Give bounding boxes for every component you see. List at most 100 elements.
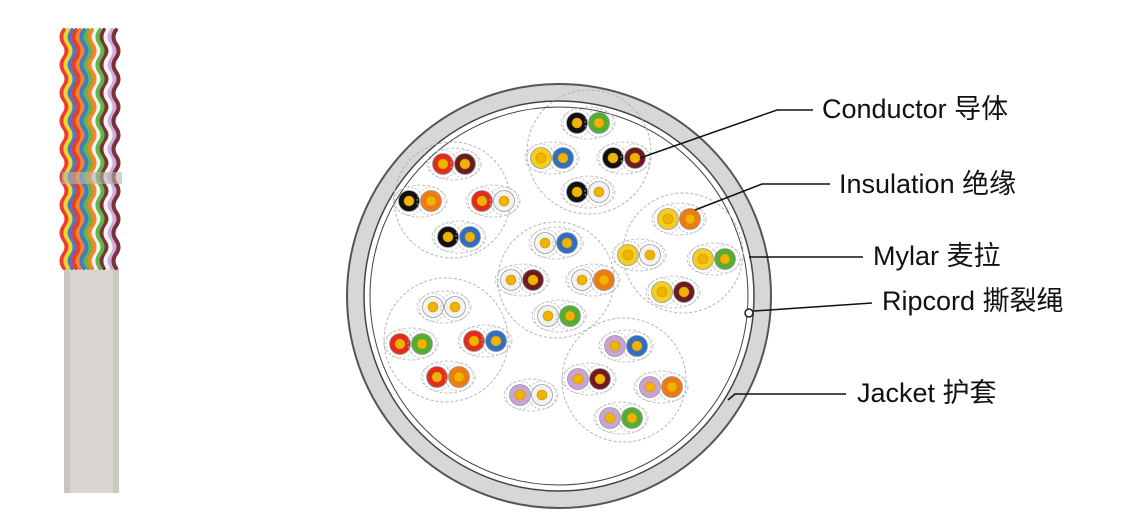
pair-dash bbox=[527, 380, 557, 410]
label-ripcord: Ripcord 撕裂绳 bbox=[882, 286, 1064, 316]
insulated-conductor bbox=[562, 108, 592, 138]
bundle-extra bbox=[503, 378, 559, 412]
insulated-conductor bbox=[530, 228, 560, 258]
insulated-conductor bbox=[620, 143, 650, 173]
pair-dash bbox=[450, 149, 480, 179]
pair-dash bbox=[675, 204, 705, 234]
insulated-conductor bbox=[657, 372, 687, 402]
conductor bbox=[490, 335, 502, 347]
conductor bbox=[431, 371, 443, 383]
label-mylar: Mylar 麦拉 bbox=[873, 241, 1001, 271]
insulated-conductor bbox=[598, 143, 628, 173]
pair-outline bbox=[633, 370, 689, 404]
pair-outline bbox=[611, 238, 667, 272]
label-conductor: Conductor 导体 bbox=[822, 94, 1008, 124]
sample-sheath bbox=[64, 268, 119, 493]
conductor bbox=[594, 373, 606, 385]
bundle-lower-left bbox=[383, 277, 513, 403]
conductor bbox=[442, 231, 454, 243]
pair-dash bbox=[416, 186, 446, 216]
sample-strand bbox=[91, 28, 101, 270]
pair-outline bbox=[651, 202, 707, 236]
insulated-conductor bbox=[518, 265, 548, 295]
leader-line bbox=[727, 393, 846, 401]
insulated-conductor bbox=[450, 149, 480, 179]
insulated-conductor bbox=[444, 362, 474, 392]
insulated-conductor bbox=[527, 380, 557, 410]
insulated-conductor bbox=[548, 143, 578, 173]
conductor bbox=[571, 117, 583, 129]
pair-outline bbox=[560, 175, 616, 209]
insulated-conductor bbox=[584, 177, 614, 207]
conductor bbox=[629, 152, 641, 164]
insulated-conductor bbox=[584, 108, 614, 138]
sample-strand bbox=[95, 28, 105, 270]
conductor bbox=[598, 274, 610, 286]
pair-dash bbox=[455, 222, 485, 252]
insulated-conductor bbox=[385, 329, 415, 359]
conductor bbox=[564, 310, 576, 322]
pair-outline bbox=[431, 220, 487, 254]
pair-outline bbox=[494, 263, 550, 297]
conductor bbox=[403, 195, 415, 207]
insulated-conductor bbox=[526, 143, 556, 173]
conductor bbox=[666, 381, 678, 393]
conductor bbox=[542, 310, 554, 322]
insulated-conductor bbox=[688, 244, 718, 274]
pair-outline bbox=[524, 141, 580, 175]
cable-cross-section bbox=[346, 83, 772, 509]
conductor bbox=[437, 158, 449, 170]
insulated-conductor bbox=[459, 326, 489, 356]
bundle-outline bbox=[383, 277, 509, 403]
pair-outline bbox=[598, 329, 654, 363]
insulated-conductor bbox=[675, 204, 705, 234]
conductor bbox=[571, 186, 583, 198]
pair-dash bbox=[489, 186, 519, 216]
pair-dash bbox=[585, 364, 615, 394]
insulated-conductor bbox=[489, 186, 519, 216]
conductor bbox=[626, 412, 638, 424]
sample-strand bbox=[75, 28, 85, 270]
bundle-outline bbox=[561, 317, 687, 443]
insulated-conductor bbox=[617, 403, 647, 433]
insulated-conductor bbox=[552, 228, 582, 258]
pair-dash bbox=[440, 292, 470, 322]
conductor bbox=[498, 195, 510, 207]
conductor bbox=[464, 231, 476, 243]
conductor bbox=[678, 286, 690, 298]
conductor bbox=[609, 340, 621, 352]
pair-dash bbox=[635, 240, 665, 270]
conductor bbox=[593, 117, 605, 129]
pair-outline bbox=[416, 290, 472, 324]
conductor bbox=[453, 371, 465, 383]
conductor bbox=[468, 335, 480, 347]
conductor bbox=[557, 152, 569, 164]
sample-strand bbox=[107, 28, 117, 270]
leader-line bbox=[694, 183, 830, 211]
pair-outline bbox=[596, 141, 652, 175]
conductor bbox=[539, 237, 551, 249]
insulated-conductor bbox=[505, 380, 535, 410]
pair-outline bbox=[383, 327, 439, 361]
pair-outline bbox=[426, 147, 482, 181]
pair-dash bbox=[555, 301, 585, 331]
pair-outline bbox=[593, 401, 649, 435]
conductor bbox=[656, 286, 668, 298]
conductor bbox=[476, 195, 488, 207]
pair-outline bbox=[503, 378, 559, 412]
conductor bbox=[662, 213, 674, 225]
sample-strand bbox=[71, 28, 81, 270]
bundle-outline bbox=[526, 89, 652, 215]
conductor bbox=[514, 389, 526, 401]
sample-strand bbox=[79, 28, 89, 270]
conductor bbox=[416, 338, 428, 350]
sample-strand bbox=[87, 28, 97, 270]
pair-dash bbox=[622, 331, 652, 361]
conductor bbox=[576, 274, 588, 286]
conductor bbox=[607, 152, 619, 164]
conductor bbox=[505, 274, 517, 286]
pair-dash bbox=[710, 244, 740, 274]
bundle-bottom bbox=[561, 317, 689, 443]
bundle-outline bbox=[622, 192, 744, 314]
